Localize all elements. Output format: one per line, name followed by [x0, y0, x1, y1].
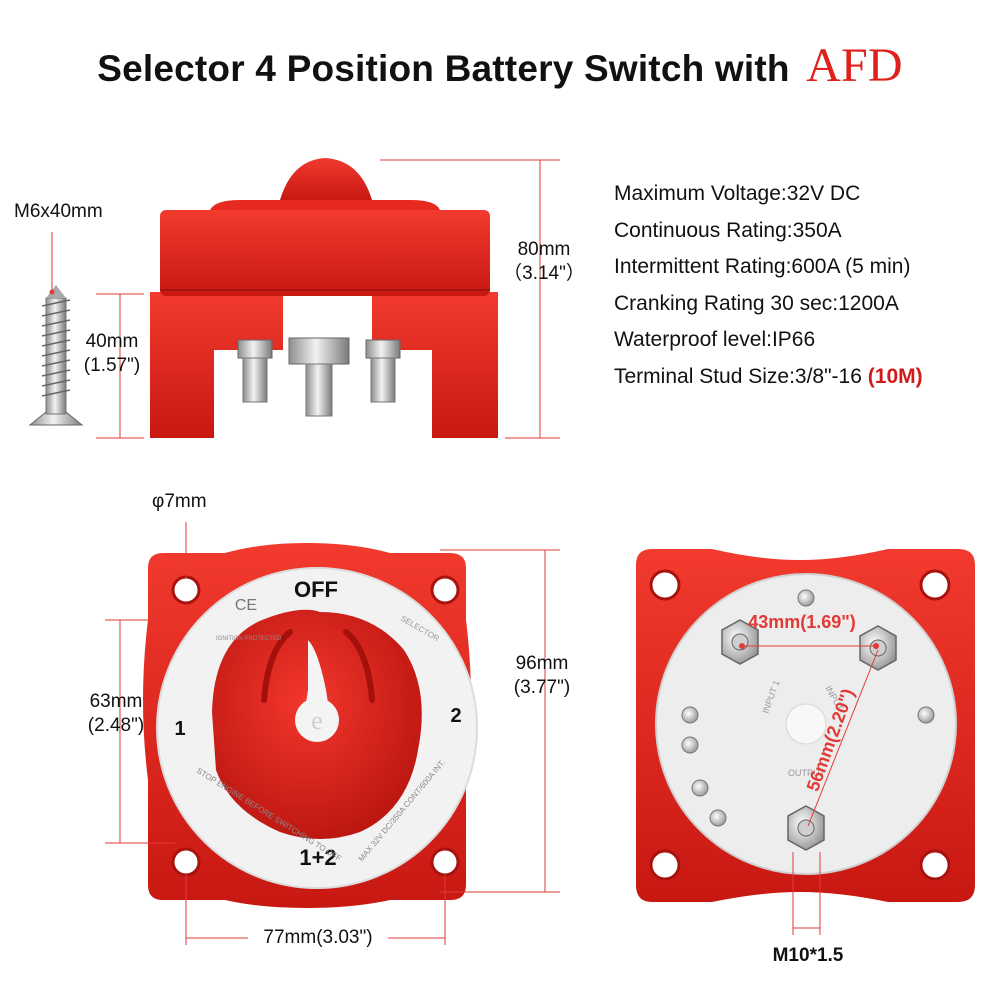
mount-hole	[649, 569, 681, 601]
side-knob	[280, 158, 372, 200]
spec-row: Continuous Rating:350A	[614, 218, 842, 242]
width-label: 77mm(3.03")	[263, 927, 373, 948]
terminal-stud-icon	[721, 619, 759, 665]
mount-hole	[430, 847, 460, 877]
mount-hole	[430, 575, 460, 605]
output-text: OUTPUT	[788, 768, 826, 778]
front-view: e OFF CE IGNITION PROTECTED SELECTOR 1 2…	[105, 522, 560, 945]
stud-size-highlight: (10M)	[867, 364, 923, 388]
spec-list: Maximum Voltage:32V DC Continuous Rating…	[614, 176, 923, 396]
dial-logo: e	[311, 706, 323, 735]
dial-label-both: 1+2	[299, 845, 336, 870]
front-height-label: 96mm (3.77")	[513, 653, 571, 698]
back-dimension-lines	[742, 645, 879, 935]
ignition-protected-text: IGNITION PROTECTED	[216, 636, 282, 642]
side-right-leg	[372, 292, 498, 438]
mount-hole	[919, 569, 951, 601]
side-body	[160, 210, 490, 296]
spec-row: Terminal Stud Size:3/8"-16 (10M)	[614, 364, 923, 388]
title-text: Selector 4 Position Battery Switch with	[97, 48, 790, 89]
mount-hole	[171, 847, 201, 877]
back-view: INPUT 1 INPUT OUTPUT 43mm(1.69") 56mm(2.…	[636, 549, 975, 935]
dial-label-2: 2	[450, 705, 461, 727]
mount-hole	[649, 849, 681, 881]
spec-row: Intermittent Rating:600A (5 min)	[614, 255, 911, 279]
spec-row: Cranking Rating 30 sec:1200A	[614, 291, 899, 315]
front-dimension-lines	[105, 522, 560, 945]
mount-hole	[919, 849, 951, 881]
hole-diameter-label: φ7mm	[152, 491, 207, 512]
terminal-stud-icon	[787, 805, 825, 851]
hole-spacing-label: 63mm (2.48")	[87, 691, 145, 736]
side-left-leg	[150, 292, 283, 438]
knob-pointer	[304, 640, 330, 716]
brand-logo: AFD	[806, 39, 903, 92]
ce-mark: CE	[235, 597, 257, 614]
stud-spacing-label: 43mm(1.69")	[748, 612, 856, 632]
mount-hole	[171, 575, 201, 605]
base-height-label: 40mm (1.57")	[83, 331, 141, 376]
dial-label-off: OFF	[294, 577, 338, 602]
screw-size-label: M6x40mm	[14, 201, 103, 222]
stud-thread-label: M10*1.5	[772, 945, 844, 966]
side-view	[28, 158, 560, 439]
dial-label-1: 1	[174, 718, 185, 740]
spec-row: Maximum Voltage:32V DC	[614, 182, 861, 205]
total-height-label: 80mm （3.14"）	[503, 239, 585, 284]
page-title: Selector 4 Position Battery Switch with …	[0, 38, 1000, 93]
side-studs	[237, 337, 401, 417]
side-dimension-lines	[96, 159, 560, 439]
spec-row: Waterproof level:IP66	[614, 328, 816, 352]
panel-screws	[681, 589, 935, 827]
screw-icon	[28, 285, 84, 426]
logo-badge	[295, 698, 339, 742]
